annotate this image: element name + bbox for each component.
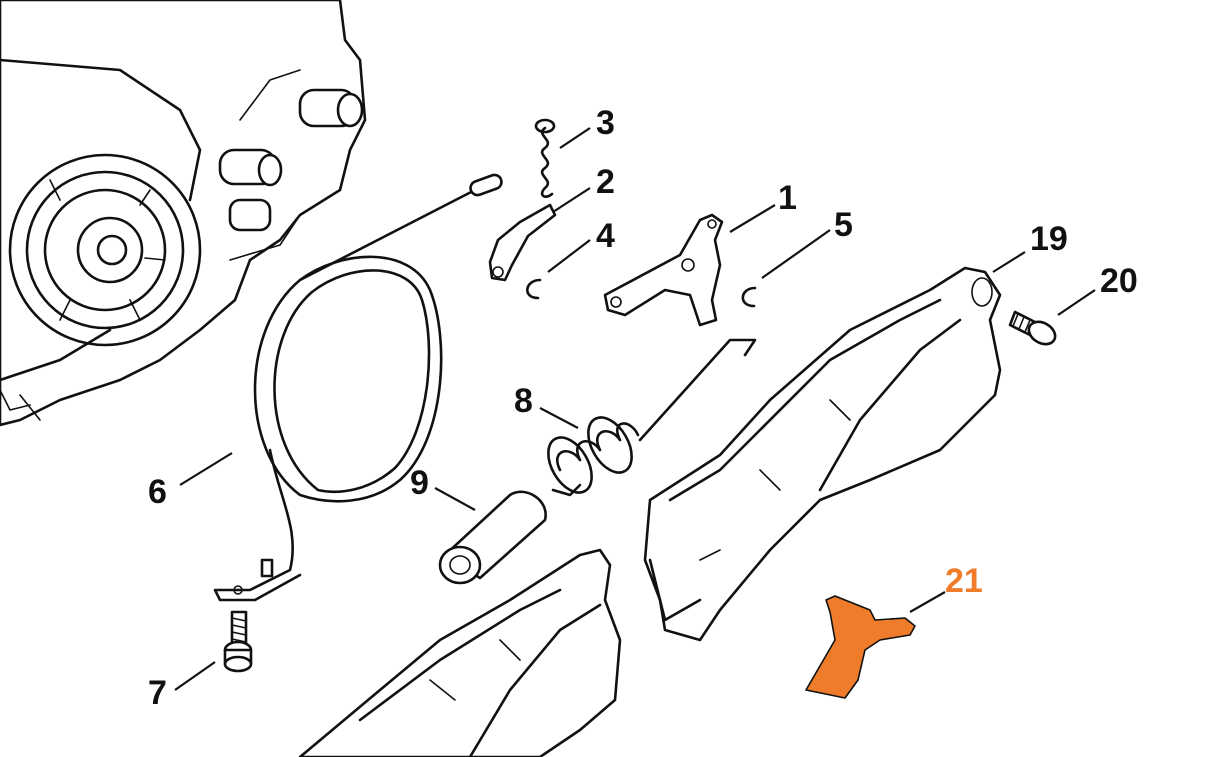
hand-guard [643, 266, 1002, 642]
small-spring [534, 118, 556, 198]
bolt [1008, 310, 1057, 346]
callout-8: 8 [514, 382, 533, 420]
screw [223, 610, 253, 673]
circlip-5 [741, 286, 757, 308]
callout-19: 19 [1030, 220, 1068, 258]
highlighted-part-21 [805, 595, 916, 699]
callout-9: 9 [410, 464, 429, 502]
callout-3: 3 [596, 104, 615, 142]
hand-guard-lower [298, 548, 622, 757]
callout-2: 2 [596, 163, 615, 201]
callout-4: 4 [596, 217, 615, 255]
sleeve [438, 490, 547, 585]
brake-band [213, 173, 503, 602]
circlip-4 [526, 278, 542, 300]
lever [488, 203, 557, 282]
callout-5: 5 [834, 206, 853, 244]
callout-7: 7 [148, 674, 167, 712]
callout-21: 21 [945, 562, 983, 600]
callout-20: 20 [1100, 262, 1138, 300]
callout-1: 1 [778, 179, 797, 217]
engine-crankcase [0, 0, 367, 427]
crankcase-stud [218, 88, 364, 232]
callout-6: 6 [148, 473, 167, 511]
coil-spring [547, 338, 757, 497]
leader-lines [174, 127, 1096, 691]
brake-lever-assembly [603, 213, 724, 327]
callout-labels: 3 2 4 1 5 6 7 8 9 19 20 21 [148, 104, 1138, 712]
